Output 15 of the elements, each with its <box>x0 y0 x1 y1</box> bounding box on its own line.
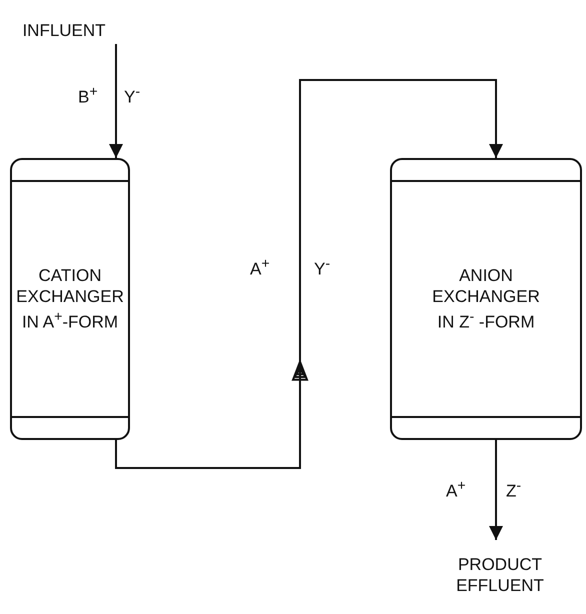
stream-name: PRODUCT EFFLUENT <box>455 554 545 596</box>
column-label: ANION EXCHANGER IN Z$^{-}$ -FORM <box>431 265 541 333</box>
stream-name: INFLUENT <box>22 20 106 40</box>
ion-label: Y$^{-}$ <box>124 84 140 108</box>
ion-label: A$^{+}$ <box>250 256 270 280</box>
flow-arrow <box>115 79 503 469</box>
flow-arrow <box>109 44 123 158</box>
exchanger-column <box>390 158 582 440</box>
column-label: CATION EXCHANGER IN A$^{+}$-FORM <box>15 265 125 333</box>
ion-label: B$^{+}$ <box>78 84 98 108</box>
ion-label: Z$^{-}$ <box>506 478 522 502</box>
ion-label: A$^{+}$ <box>446 478 466 502</box>
flow-arrow <box>489 440 503 540</box>
exchanger-column <box>10 158 130 440</box>
ion-label: Y$^{-}$ <box>314 256 330 280</box>
